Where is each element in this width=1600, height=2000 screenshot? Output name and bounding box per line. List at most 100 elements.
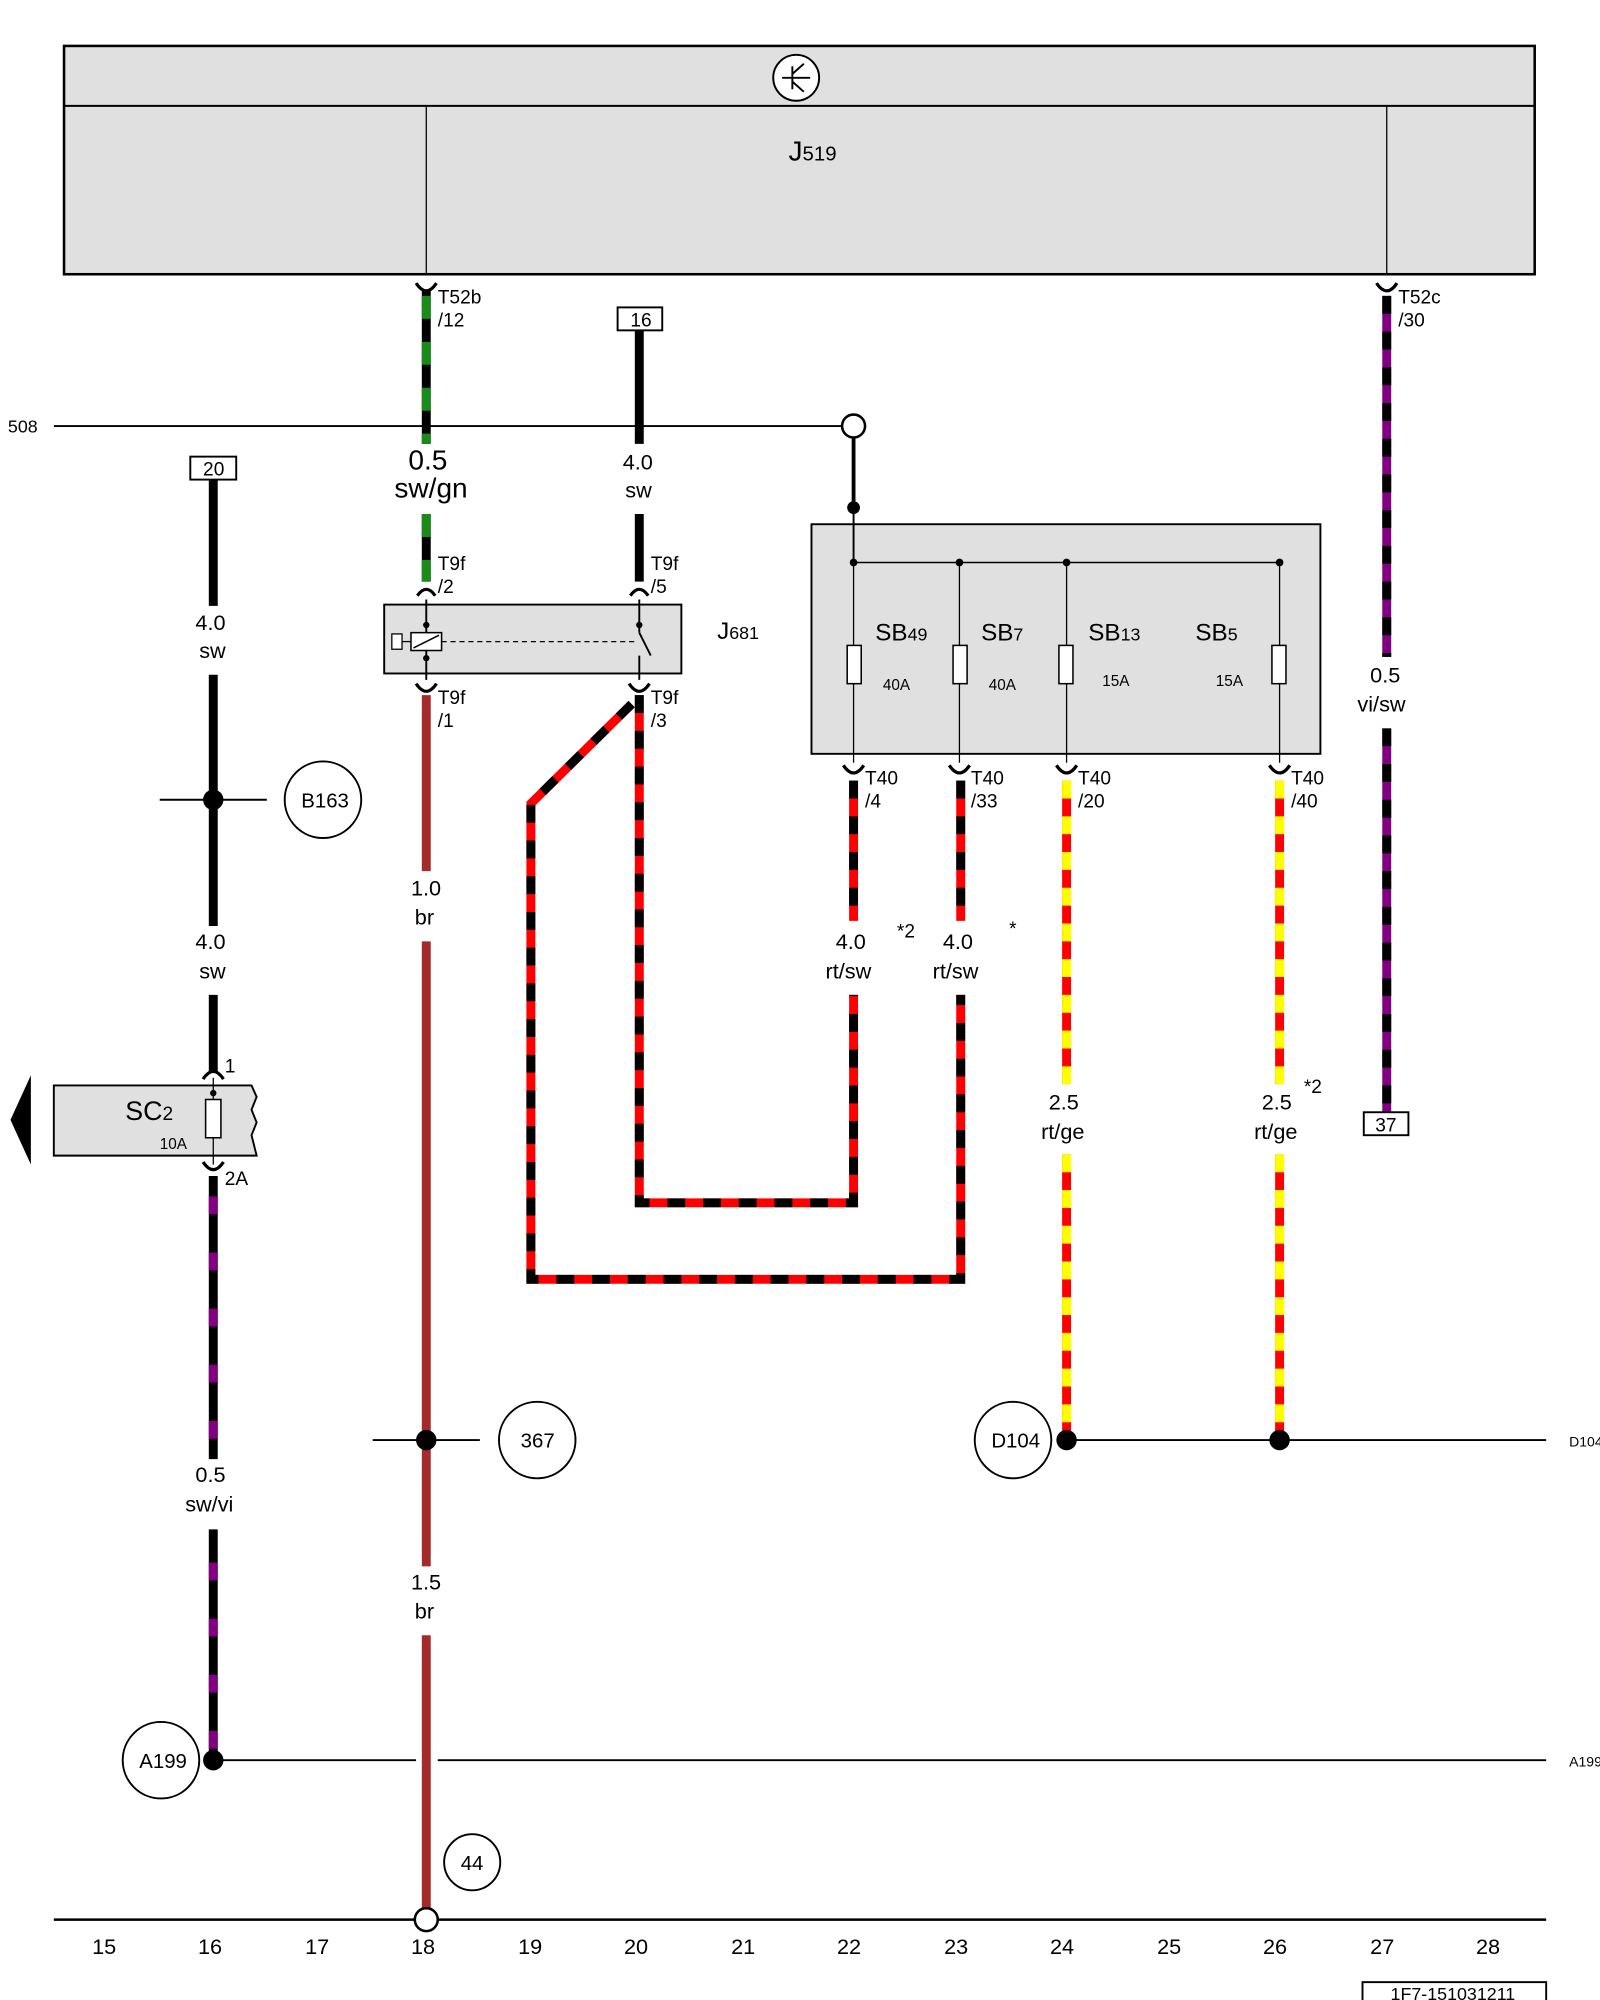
connector-t40-4: T40 /4: [842, 764, 898, 812]
junction-dot: [203, 789, 224, 810]
fuse-icon: [204, 1098, 222, 1139]
svg-text:T52b: T52b: [438, 288, 482, 309]
wire-color-label: sw/vi: [185, 1491, 233, 1516]
axis-label: 23: [944, 1934, 968, 1959]
fuse-icon: [846, 644, 862, 685]
terminal-508-open: [840, 413, 867, 439]
connector-sc2-out: [201, 1161, 225, 1172]
axis-label: 18: [411, 1934, 435, 1959]
wire-color-label: sw: [199, 638, 226, 663]
continuation-arrow-icon: [10, 1075, 31, 1165]
axis-label: 20: [624, 1934, 648, 1959]
fuse-sc2: [10, 1075, 258, 1165]
axis-label: 25: [1157, 1934, 1181, 1959]
wire-size-label: 0.5: [1370, 662, 1400, 687]
sc2-label: SC2: [125, 1096, 173, 1126]
svg-text:T40: T40: [1078, 768, 1111, 789]
wire-size-label: 1.0: [411, 875, 441, 900]
svg-text:/5: /5: [651, 577, 667, 598]
svg-text:T9f: T9f: [651, 688, 679, 709]
wire-size-label: 0.5: [408, 444, 447, 475]
wire-size-label: 4.0: [836, 929, 866, 954]
axis-label: 28: [1476, 1934, 1500, 1959]
relay-switch-icon: [638, 632, 652, 657]
wire-color-label: rt/sw: [826, 958, 872, 983]
ground-terminal: [413, 1906, 440, 1933]
fuse-sb5-rating: 15A: [1216, 673, 1244, 690]
axis-label: 15: [92, 1934, 116, 1959]
svg-text:/30: /30: [1398, 311, 1425, 332]
wire-size-label: 4.0: [623, 449, 653, 474]
axis-label: 27: [1370, 1934, 1394, 1959]
svg-text:/20: /20: [1078, 791, 1105, 812]
wire-color-label: sw: [625, 477, 652, 502]
svg-text:/12: /12: [438, 311, 465, 332]
wire-size-label: 1.5: [411, 1569, 441, 1594]
axis-label: 17: [305, 1934, 329, 1959]
axis-label: 22: [837, 1934, 861, 1959]
wire-size-label: 2.5: [1262, 1090, 1292, 1115]
svg-text:/33: /33: [971, 791, 998, 812]
wire-color-label: sw/gn: [394, 472, 467, 503]
connector-t9f-3: T9f /3: [627, 682, 679, 732]
relay-j681: [383, 599, 683, 680]
wire-size-label: 4.0: [195, 929, 225, 954]
node-a199-label: A199: [139, 1751, 187, 1773]
junction-dot: [1056, 1429, 1077, 1451]
node-44-label: 44: [461, 1853, 484, 1875]
svg-text:T40: T40: [1291, 768, 1324, 789]
wire-size-label: 4.0: [943, 929, 973, 954]
node-367-label: 367: [521, 1431, 555, 1453]
column-axis: 15 16 17 18 19 20 21 22 23 24 25 26 27 2…: [92, 1934, 1500, 1959]
svg-text:T9f: T9f: [438, 554, 466, 575]
connector-t40-40: T40 /40: [1268, 764, 1324, 812]
wire-color-label: vi/sw: [1357, 692, 1406, 717]
node-b163: [283, 760, 363, 839]
wire-color-label: br: [415, 905, 434, 930]
connector-t52b-12: T52b /12: [414, 282, 482, 332]
control-unit-j519: J519: [62, 44, 1536, 276]
node-d104-label: D104: [991, 1431, 1040, 1453]
fuse-sb49-rating: 40A: [883, 677, 911, 694]
node-d104: [973, 1400, 1053, 1480]
wire-color-label: br: [415, 1599, 434, 1624]
line-508-label: 508: [8, 416, 38, 436]
fuse-sb13-rating: 15A: [1102, 673, 1130, 690]
axis-label: 16: [198, 1934, 222, 1959]
svg-text:/2: /2: [438, 577, 454, 598]
connector-t40-20: T40 /20: [1055, 764, 1111, 812]
wire-color-label: rt/sw: [933, 958, 979, 983]
wire-color-label: sw: [199, 958, 226, 983]
wire-note: *2: [1304, 1077, 1322, 1098]
fuse-sb49-label: SB49: [875, 619, 927, 646]
wire-red-yellow: [1062, 780, 1285, 1432]
sc2-rating: 10A: [160, 1136, 188, 1153]
j519-label: J519: [789, 136, 837, 167]
connector-t9f-2: T9f /2: [416, 554, 466, 598]
junction-dot: [203, 1750, 224, 1771]
footer-code: 1F7-151031211: [1391, 1984, 1516, 2000]
fuse-icon: [952, 644, 968, 685]
wire-note: *: [1009, 919, 1017, 940]
fuse-sb7-label: SB7: [981, 619, 1023, 646]
connector-t9f-1: T9f /1: [414, 682, 466, 732]
svg-text:1: 1: [225, 1057, 236, 1078]
ref-37-label: 37: [1375, 1115, 1396, 1136]
wire-size-label: 2.5: [1049, 1090, 1079, 1115]
node-a199: [121, 1720, 201, 1800]
wire-size-label: 0.5: [195, 1462, 225, 1487]
svg-text:T40: T40: [865, 768, 898, 789]
wire-note: *2: [897, 922, 915, 943]
fuse-icon: [1271, 644, 1287, 685]
connector-t40-33: T40 /33: [947, 764, 1004, 812]
node-367: [498, 1400, 577, 1480]
ref-20-label: 20: [203, 460, 224, 481]
wire-color-label: rt/ge: [1254, 1119, 1297, 1144]
connector-t52c-30: T52c /30: [1375, 282, 1441, 332]
footer-code-box: [1361, 1981, 1548, 2000]
wire-red-black-loops: [526, 695, 966, 1284]
ref-16-label: 16: [630, 311, 651, 332]
fuse-sb5-label: SB5: [1195, 619, 1237, 646]
fuse-icon: [1058, 644, 1074, 685]
